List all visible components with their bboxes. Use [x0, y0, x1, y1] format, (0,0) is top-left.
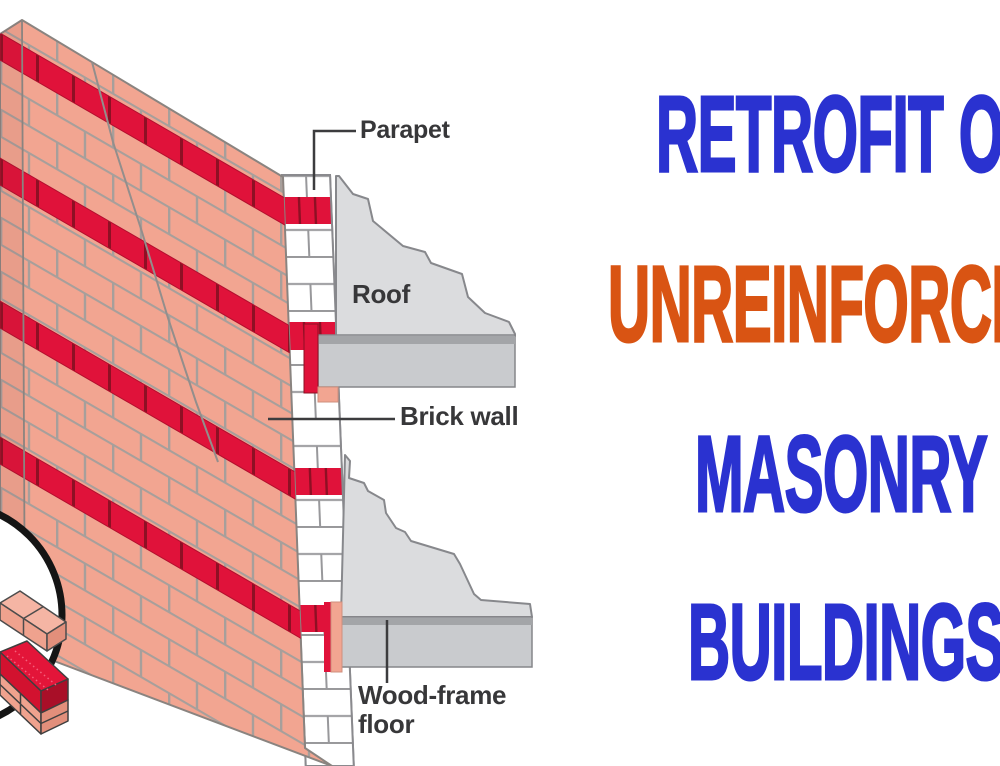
- brick-wall-label: Brick wall: [400, 401, 519, 431]
- wall-continuation-upper: [317, 386, 339, 403]
- floor-slab: [336, 616, 533, 668]
- roof-assembly: [303, 175, 516, 403]
- bond-beam-section-cut-lower: [324, 602, 331, 672]
- leader-lines: [268, 129, 395, 683]
- headline-line-4: BUILDINGS: [687, 581, 1000, 702]
- wall-continuation-lower: [330, 601, 343, 673]
- brick-3d-plain: [0, 590, 67, 652]
- floor-deck-strip: [337, 618, 532, 625]
- headline-line-2: UNREINFORCED: [607, 243, 1000, 364]
- roof-deck-strip: [318, 336, 515, 344]
- bond-beam-bands: [0, 32, 332, 662]
- headline-line-3: MASONRY: [694, 413, 988, 534]
- parapet-leader-line: [312, 129, 356, 190]
- roof-label: Roof: [352, 279, 410, 309]
- wood-frame-floor-label: Wood-frame floor: [358, 680, 507, 740]
- wall-side-face: [0, 20, 25, 658]
- headline-line-1: RETROFIT OF: [655, 73, 1000, 194]
- floor-joist-shape: [340, 454, 533, 618]
- floor-assembly: [324, 454, 533, 673]
- wall-crack-line: [91, 61, 219, 463]
- bond-beam-section-cut-upper: [303, 323, 319, 394]
- roof-profile-shape: [335, 175, 516, 337]
- parapet-label: Parapet: [360, 116, 450, 144]
- brick-wall-front: [0, 19, 333, 766]
- brick-3d-bond-beam: [0, 640, 69, 735]
